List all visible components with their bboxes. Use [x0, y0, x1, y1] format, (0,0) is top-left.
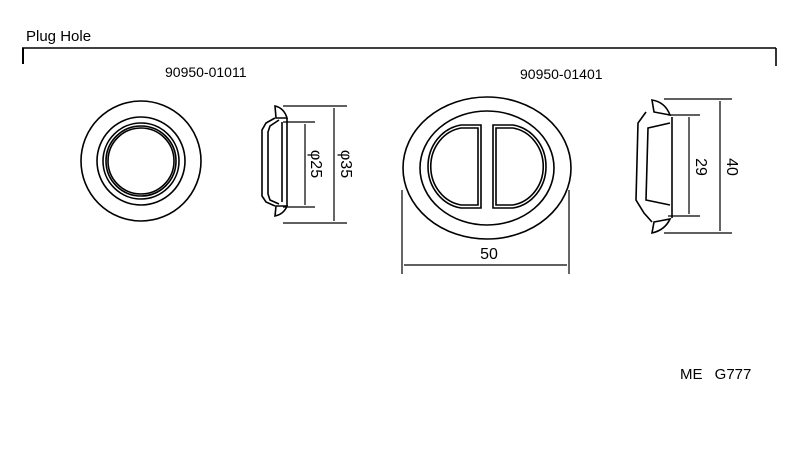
dim-inner-height: 29 [692, 158, 709, 176]
section-title: Plug Hole [26, 28, 92, 45]
dim-width: 50 [480, 246, 498, 263]
part-number-1: 90950-01011 [165, 64, 247, 80]
part1-side-view [261, 104, 347, 224]
dim-outer-diameter: φ35 [337, 150, 354, 178]
section-bracket [22, 47, 777, 66]
dim-outer-height: 40 [723, 158, 740, 176]
part2-front-view [401, 96, 572, 274]
part1-front-view [80, 100, 202, 222]
part-number-2: 90950-01401 [520, 66, 603, 82]
reference-code: ME G777 [680, 366, 752, 383]
dim-inner-diameter: φ25 [307, 150, 324, 178]
part2-side-view [635, 98, 732, 235]
